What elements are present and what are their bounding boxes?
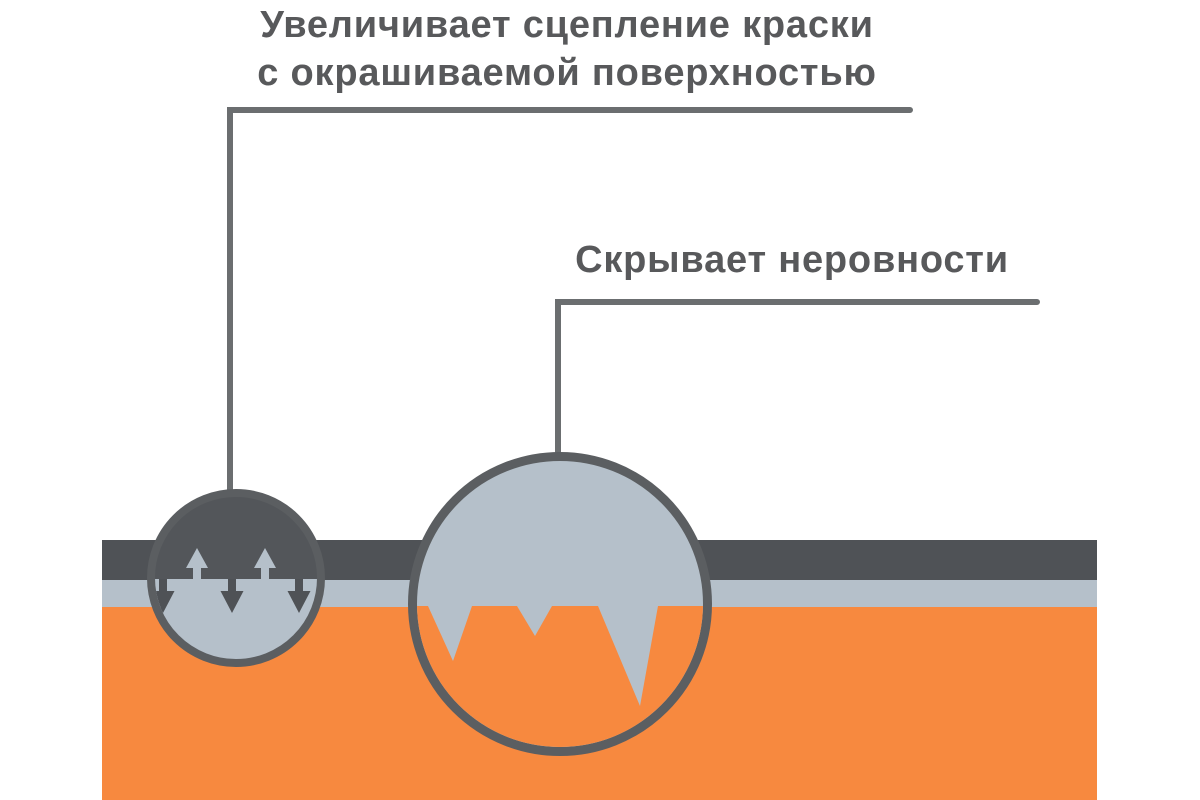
adhesion-arrows-graphic <box>155 548 311 613</box>
adhesion-arrow-up-icon <box>186 548 208 579</box>
uneven-substrate-graphic <box>417 606 703 747</box>
leader-line-smoothing <box>555 299 1040 465</box>
smoothing-lens-circle <box>408 452 712 756</box>
jagged-substrate-shape <box>417 606 703 747</box>
adhesion-arrow-down-icon <box>155 579 175 613</box>
callout-smoothing-label: Скрывает неровности <box>575 239 1009 281</box>
adhesion-arrow-down-icon <box>287 579 311 613</box>
callout-adhesion-label: Увеличивает сцепление краски с окрашивае… <box>167 1 967 97</box>
adhesion-arrow-down-icon <box>220 579 244 613</box>
callout-adhesion-line2: с окрашиваемой поверхностью <box>257 52 877 94</box>
adhesion-arrow-up-icon <box>254 548 276 579</box>
adhesion-lens-circle <box>147 489 325 667</box>
leader-line-adhesion <box>227 107 913 497</box>
callout-adhesion-line1: Увеличивает сцепление краски <box>260 4 874 46</box>
